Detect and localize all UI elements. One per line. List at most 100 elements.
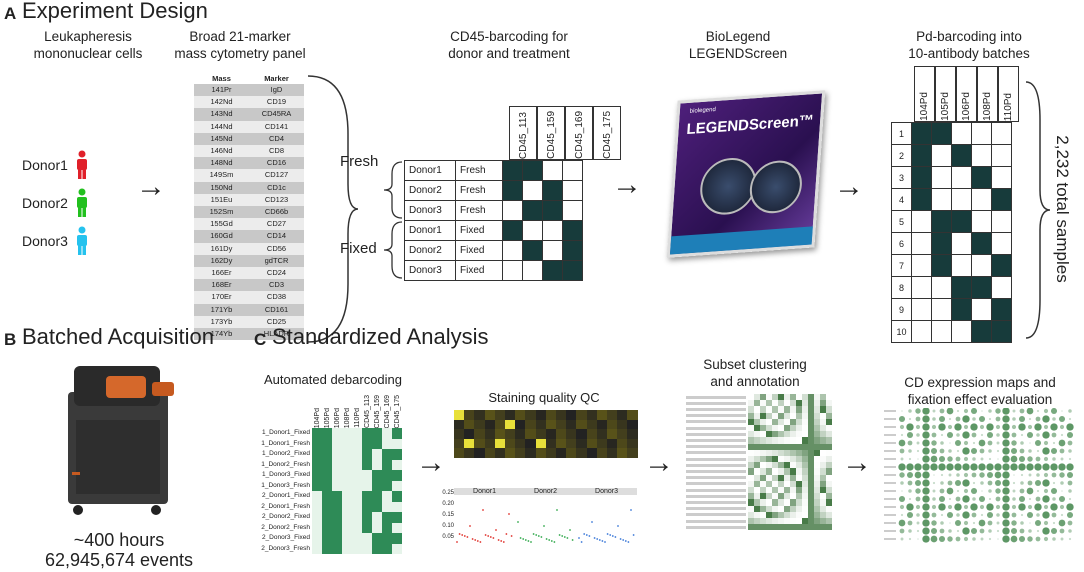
pd-cell bbox=[951, 276, 972, 299]
pd-cell bbox=[911, 320, 932, 343]
debarcode-column-label: 108Pd bbox=[343, 407, 351, 428]
pd-row: 2 bbox=[891, 144, 1012, 167]
qc-ytick: 0.10 bbox=[442, 523, 454, 529]
pd-cell bbox=[971, 122, 992, 145]
donor-label: Donor1 bbox=[22, 157, 68, 173]
cd45-cell bbox=[562, 220, 583, 241]
debarcode-row: 2_Donor2_Fixed bbox=[260, 512, 410, 523]
pd-batch-number: 1 bbox=[891, 122, 912, 145]
right-brace-icon bbox=[1025, 81, 1051, 339]
pd-batch-number: 9 bbox=[891, 298, 912, 321]
cd45-cell bbox=[502, 200, 523, 221]
cluster-heatmap bbox=[686, 394, 836, 540]
pd-batch-number: 8 bbox=[891, 276, 912, 299]
mass-cell: 146Nd bbox=[210, 146, 233, 155]
cd45-cell bbox=[542, 240, 563, 261]
donor-item: Donor2 bbox=[22, 184, 112, 222]
cd45-cell bbox=[542, 260, 563, 281]
section-c-letter: C bbox=[254, 330, 267, 349]
mass-cell: 142Nd bbox=[210, 97, 233, 107]
marker-cell: CD24 bbox=[266, 268, 287, 277]
pd-cell bbox=[991, 232, 1012, 255]
debarcode-row: 2_Donor2_Fresh bbox=[260, 522, 410, 533]
pd-cell bbox=[931, 298, 952, 321]
marker-cell: CD16 bbox=[266, 158, 287, 168]
person-icon bbox=[76, 150, 87, 179]
cd45-cell bbox=[522, 160, 543, 181]
section-c-title: Standardized Analysis bbox=[272, 324, 489, 349]
arrow-icon: → bbox=[644, 446, 674, 479]
cd45-cell bbox=[522, 200, 543, 221]
mass-cell: 149Sm bbox=[209, 170, 234, 180]
pd-cell bbox=[931, 188, 952, 211]
pd-cell bbox=[971, 188, 992, 211]
cd45-cell bbox=[542, 160, 563, 181]
mass-cell: 141Pr bbox=[211, 85, 232, 94]
pd-cell bbox=[911, 188, 932, 211]
pd-cell bbox=[931, 320, 952, 343]
pd-cell bbox=[931, 254, 952, 277]
person-icon bbox=[76, 226, 87, 255]
pd-row: 8 bbox=[891, 276, 1012, 299]
qc-heatmap bbox=[454, 410, 638, 458]
pd-cell bbox=[991, 210, 1012, 233]
arrow-icon: → bbox=[416, 446, 446, 479]
pd-cell bbox=[951, 232, 972, 255]
donor-item: Donor1 bbox=[22, 146, 112, 184]
pd-cell bbox=[951, 210, 972, 233]
marker-cell: gdTCR bbox=[264, 255, 289, 265]
debarcode-column-label: CD45_175 bbox=[393, 394, 401, 428]
pd-cell bbox=[991, 298, 1012, 321]
pd-cell bbox=[911, 210, 932, 233]
cd45-cell bbox=[542, 180, 563, 201]
donor-label: Donor2 bbox=[22, 195, 68, 211]
marker-cell: CD27 bbox=[266, 219, 287, 229]
mass-cell: 143Nd bbox=[210, 109, 233, 119]
pd-cell bbox=[951, 166, 972, 189]
pd-cell bbox=[971, 232, 992, 255]
pd-cell bbox=[911, 166, 932, 189]
mass-cell: 151Eu bbox=[210, 194, 233, 204]
arrow-icon: → bbox=[842, 446, 872, 479]
pd-row: 3 bbox=[891, 166, 1012, 189]
debarcode-row: 1_Donor3_Fixed bbox=[260, 470, 410, 481]
pd-cell bbox=[971, 210, 992, 233]
debarcode-row: 1_Donor1_Fresh bbox=[260, 438, 410, 449]
cd45-column-header: CD45_175 bbox=[593, 106, 621, 160]
pd-cell bbox=[991, 320, 1012, 343]
mass-cell: 173Yb bbox=[210, 316, 233, 326]
marker-cell: CD1c bbox=[267, 182, 286, 192]
pd-cell bbox=[911, 122, 932, 145]
qc-ytick: 0.15 bbox=[442, 512, 454, 518]
pd-cell bbox=[971, 144, 992, 167]
cd45-cell bbox=[502, 160, 523, 181]
mass-cell: 152Sm bbox=[209, 207, 234, 216]
marker-cell: CD56 bbox=[266, 243, 287, 253]
pd-cell bbox=[951, 298, 972, 321]
marker-cell: CD45RA bbox=[261, 109, 292, 119]
cd45-column-header: CD45_169 bbox=[565, 106, 593, 160]
marker-cell: CD4 bbox=[268, 133, 284, 143]
arrow-icon: → bbox=[612, 168, 642, 201]
pd-row: 1 bbox=[891, 122, 1012, 145]
pd-cell bbox=[991, 188, 1012, 211]
mass-cell: 150Nd bbox=[210, 182, 233, 192]
legendscreen-box-image: biolegend LEGENDScreen™ bbox=[666, 90, 826, 258]
events-label: 62,945,674 events bbox=[44, 550, 194, 570]
qc-group-label: Donor3 bbox=[576, 488, 637, 495]
pd-column-header: 108Pd bbox=[977, 66, 998, 122]
pd-column-header: 106Pd bbox=[956, 66, 977, 122]
cd45-cell bbox=[562, 180, 583, 201]
